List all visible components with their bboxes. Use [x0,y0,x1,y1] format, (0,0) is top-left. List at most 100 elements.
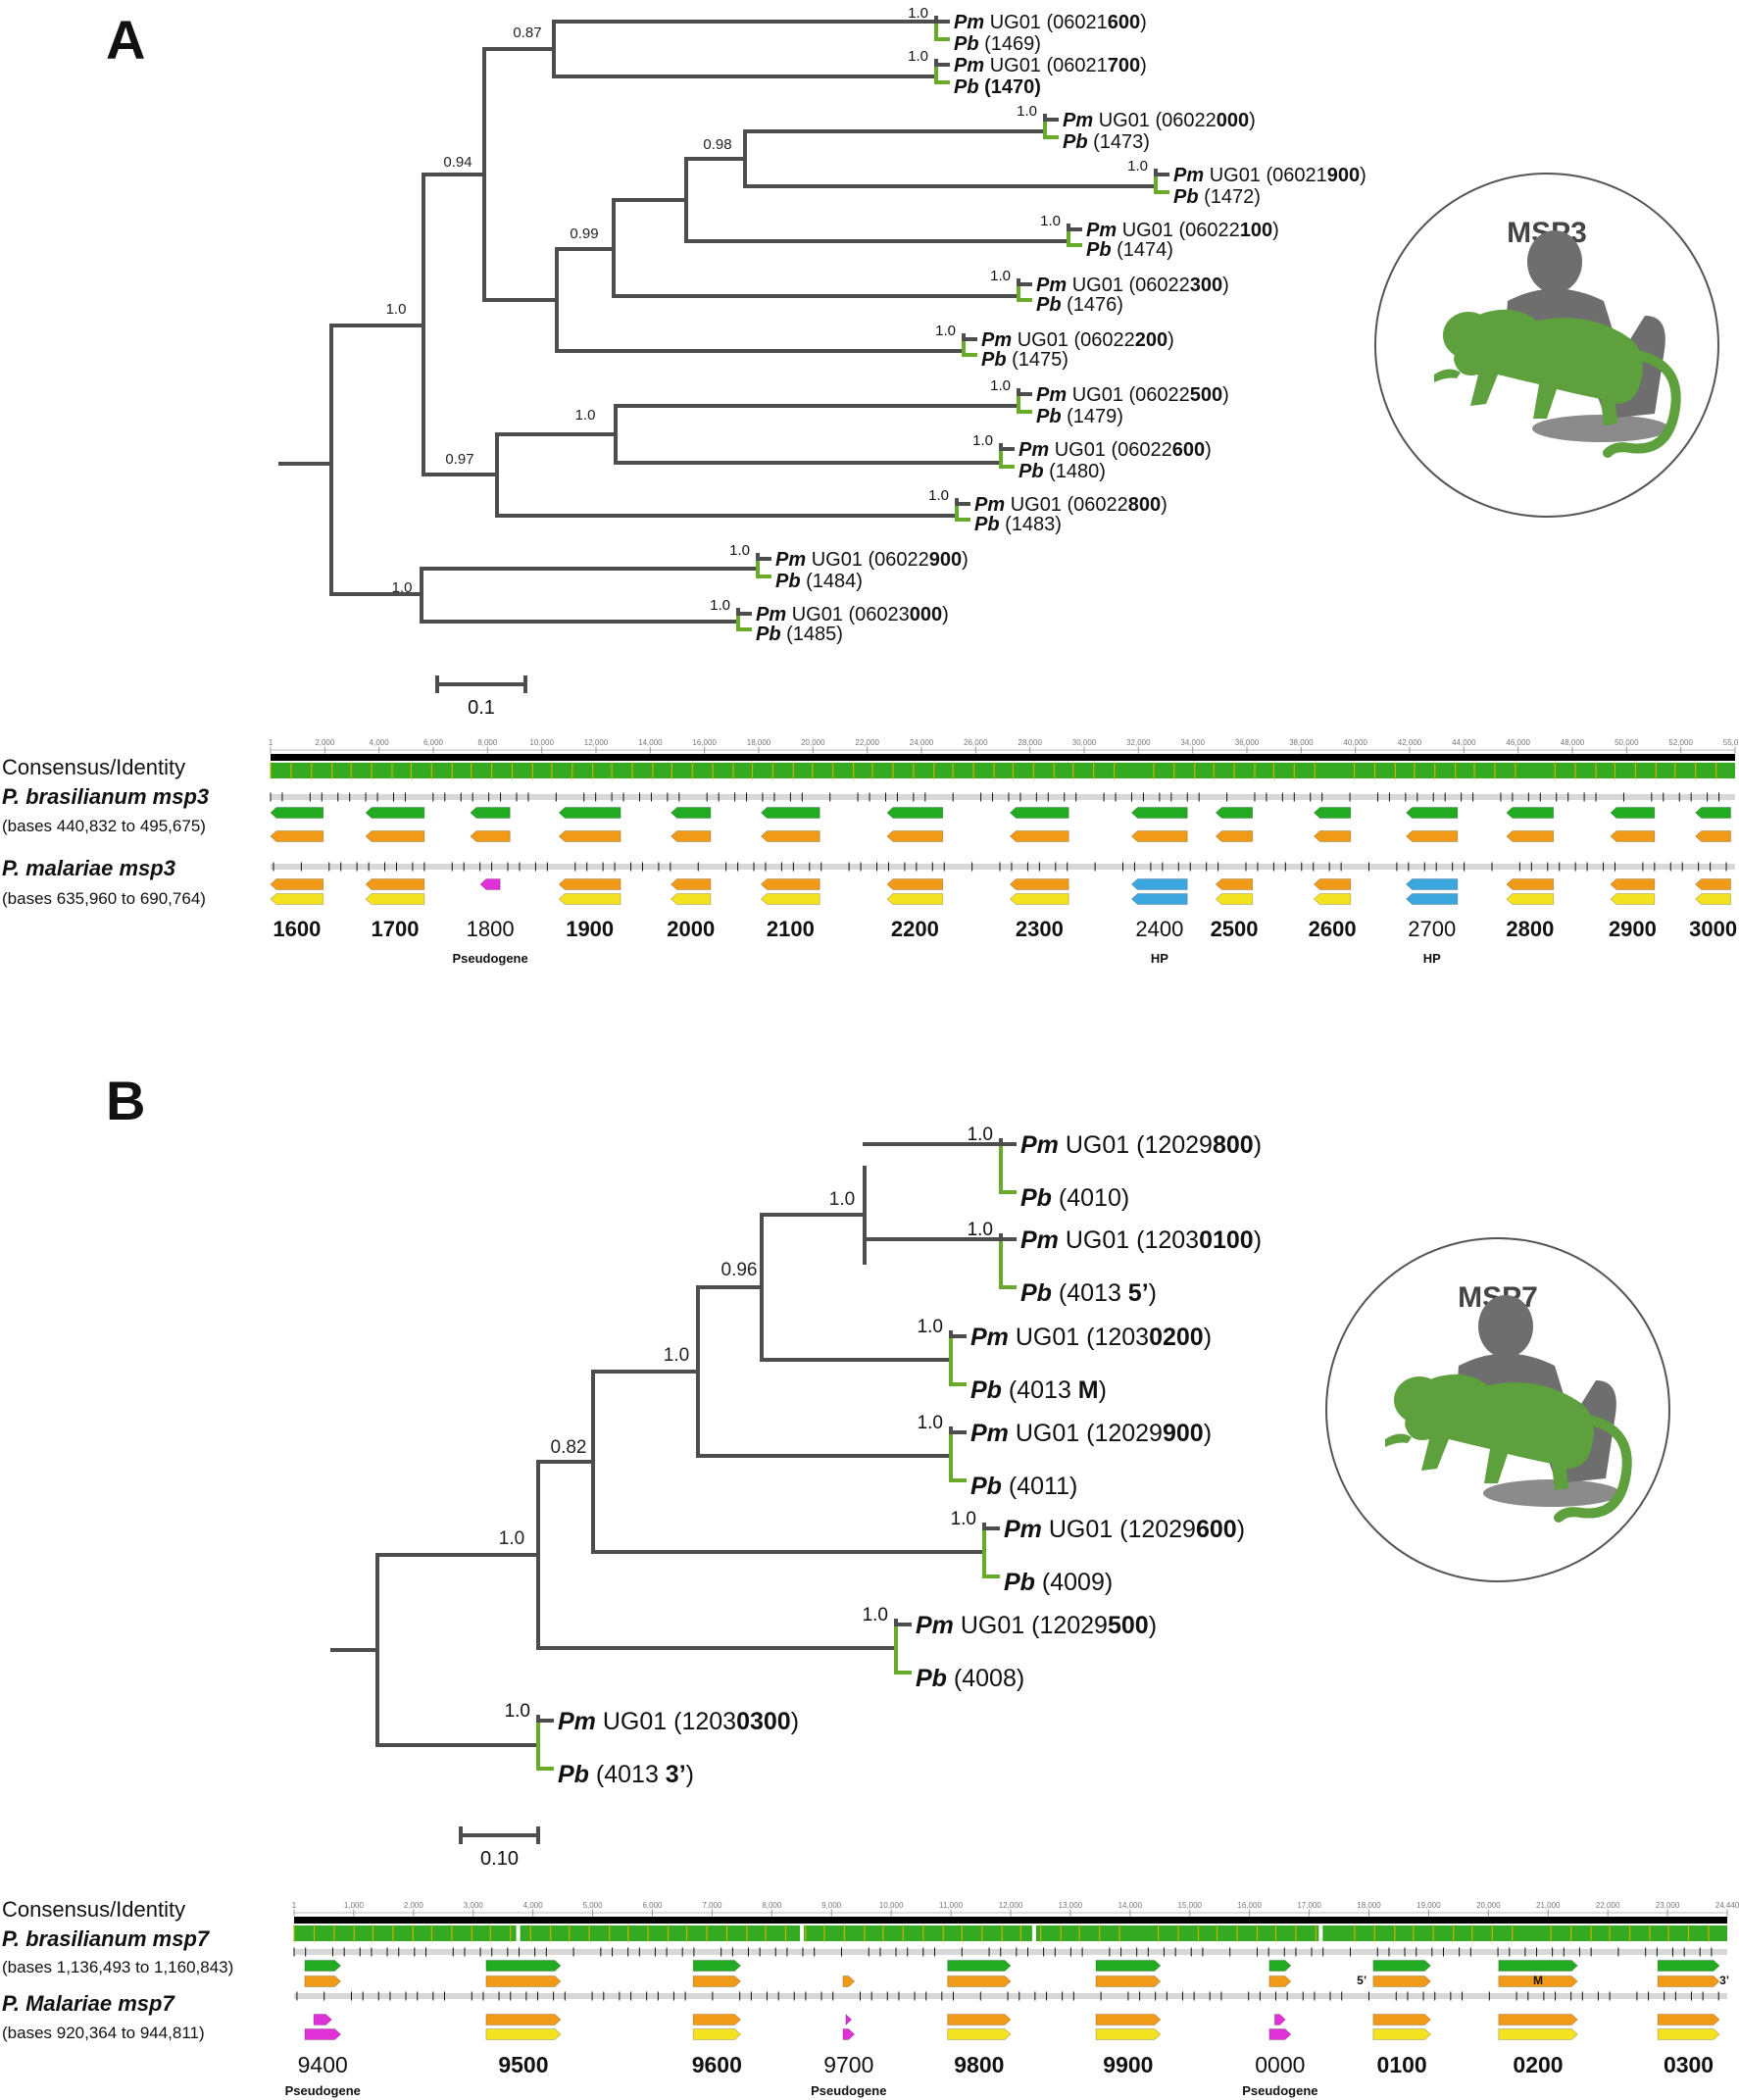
ruler-tick-label: 52,000 [1668,738,1693,747]
gene-arrow [886,830,944,842]
human-shadow [1483,1479,1620,1507]
ruler-tick-label: 1 [269,738,273,747]
gene-arrow [842,2028,856,2040]
identity-gap [516,1925,521,1941]
tip-support-value: 1.0 [972,432,993,449]
panel-letter: B [106,1070,145,1131]
species-abbrev: Pm [954,55,984,76]
species-abbrev: Pb [1036,406,1062,427]
gene-arrow [1009,807,1069,819]
gene-arrow [270,807,324,819]
track2-range: (bases 635,960 to 690,764) [2,889,206,908]
gene-arrow [842,1975,856,1987]
gene-arrow [1406,807,1459,819]
tip-support-value: 1.0 [863,1605,888,1625]
gene-arrow [1372,2028,1431,2040]
tip-label-pb: Pb (1475) [981,349,1068,371]
gene-label: 2000 [667,917,715,941]
species-abbrev: Pm [756,604,786,625]
ruler-tick-label: 6,000 [642,1901,663,1910]
ruler-tick-label: 26,000 [964,738,988,747]
species-abbrev: Pb [916,1665,947,1692]
species-abbrev: Pb [1063,131,1088,153]
accession-prefix: UG01 (06022 [1072,384,1190,406]
human-shadow [1532,415,1669,442]
gene-arrow [1498,1960,1578,1972]
tip-support-value: 1.0 [990,377,1011,394]
gene-arrow [1215,830,1254,842]
gene-arrow [1268,1975,1292,1987]
gene-label: 2500 [1211,917,1259,941]
pb-accession: (4013 [596,1761,666,1788]
tip-support-value: 1.0 [908,48,928,65]
accession-suffix: ) [1204,1420,1212,1447]
gene-arrow [844,2014,853,2025]
gene-note: Pseudogene [811,2083,886,2098]
gene-arrow [365,893,425,905]
gene-arrow [1506,807,1555,819]
species-abbrev: Pm [1173,165,1204,186]
species-abbrev: Pm [916,1612,954,1639]
gene-arrow [1009,878,1069,890]
ruler-tick-label: 16,000 [1237,1901,1262,1910]
gene-label: 2200 [891,917,939,941]
gene-label: 0200 [1513,2052,1563,2077]
species-abbrev: Pb [974,514,1000,535]
accession-suffix: ) [1254,1131,1262,1159]
gene-arrow [1506,893,1555,905]
consensus-bar [271,754,1735,761]
gene-arrow [365,807,425,819]
support-value: 1.0 [386,301,407,318]
species-abbrev: Pm [981,329,1012,351]
sequence-line [294,1993,1727,1999]
ruler-tick-label: 20,000 [801,738,825,747]
accession-suffix: ) [1222,275,1229,296]
monkey-tail [1603,350,1681,458]
ruler-tick-label: 22,000 [855,738,879,747]
gene-label: 3000 [1689,917,1737,941]
pb-accession: (1469) [984,33,1041,55]
accession-suffix: ) [962,549,969,571]
sequence-line [294,1949,1727,1955]
gene-arrow [1273,2014,1286,2025]
pb-accession: (1472) [1204,186,1261,208]
accession-suffix: ) [791,1708,799,1735]
gene-arrow [304,2028,342,2040]
ruler-tick-label: 16,000 [692,738,717,747]
gene-label: 2600 [1309,917,1357,941]
pb-accession: (1479) [1067,406,1123,427]
ruler-tick-label: 10,000 [879,1901,904,1910]
gene-arrow [1657,2028,1720,2040]
gene-arrow [760,878,820,890]
accession-prefix: UG01 (06022 [1018,329,1135,351]
species-abbrev: Pb [1004,1569,1035,1596]
support-value: 0.82 [551,1437,587,1458]
accession-prefix: UG01 (12029 [1066,1131,1213,1159]
gene-arrow [1268,1960,1292,1972]
accession-prefix: UG01 (06022 [1011,494,1128,516]
ruler-tick-label: 50,000 [1615,738,1639,747]
tip-label-pm: Pm UG01 (06022300) [1036,275,1229,296]
tip-label-pm: Pm UG01 (06022000) [1063,110,1256,131]
pb-accession: (1473) [1093,131,1150,153]
gene-arrow [1095,1975,1162,1987]
ruler-tick-label: 24,440 [1715,1901,1739,1910]
tip-support-value: 1.0 [968,1220,993,1240]
gene-arrow [671,830,712,842]
species-abbrev: Pb [756,624,781,645]
split-gene-label: 5’ [1357,1974,1366,1987]
monkey-hand [1385,1433,1412,1447]
gene-label: 2900 [1609,917,1657,941]
track2-name: P. malariae msp3 [2,856,175,880]
gene-arrow [1406,830,1459,842]
accession-suffix: ) [1168,329,1174,351]
tip-label-pm: Pm UG01 (12030100) [1020,1226,1262,1254]
ruler-tick-label: 5,000 [583,1901,604,1910]
accession-bold: 0300 [736,1708,791,1735]
accession-bold: 000 [910,604,942,625]
pb-accession: (4013 [1059,1279,1128,1307]
identity-gap [1031,1925,1036,1941]
species-abbrev: Pb [1086,239,1112,261]
gene-arrow [671,807,712,819]
